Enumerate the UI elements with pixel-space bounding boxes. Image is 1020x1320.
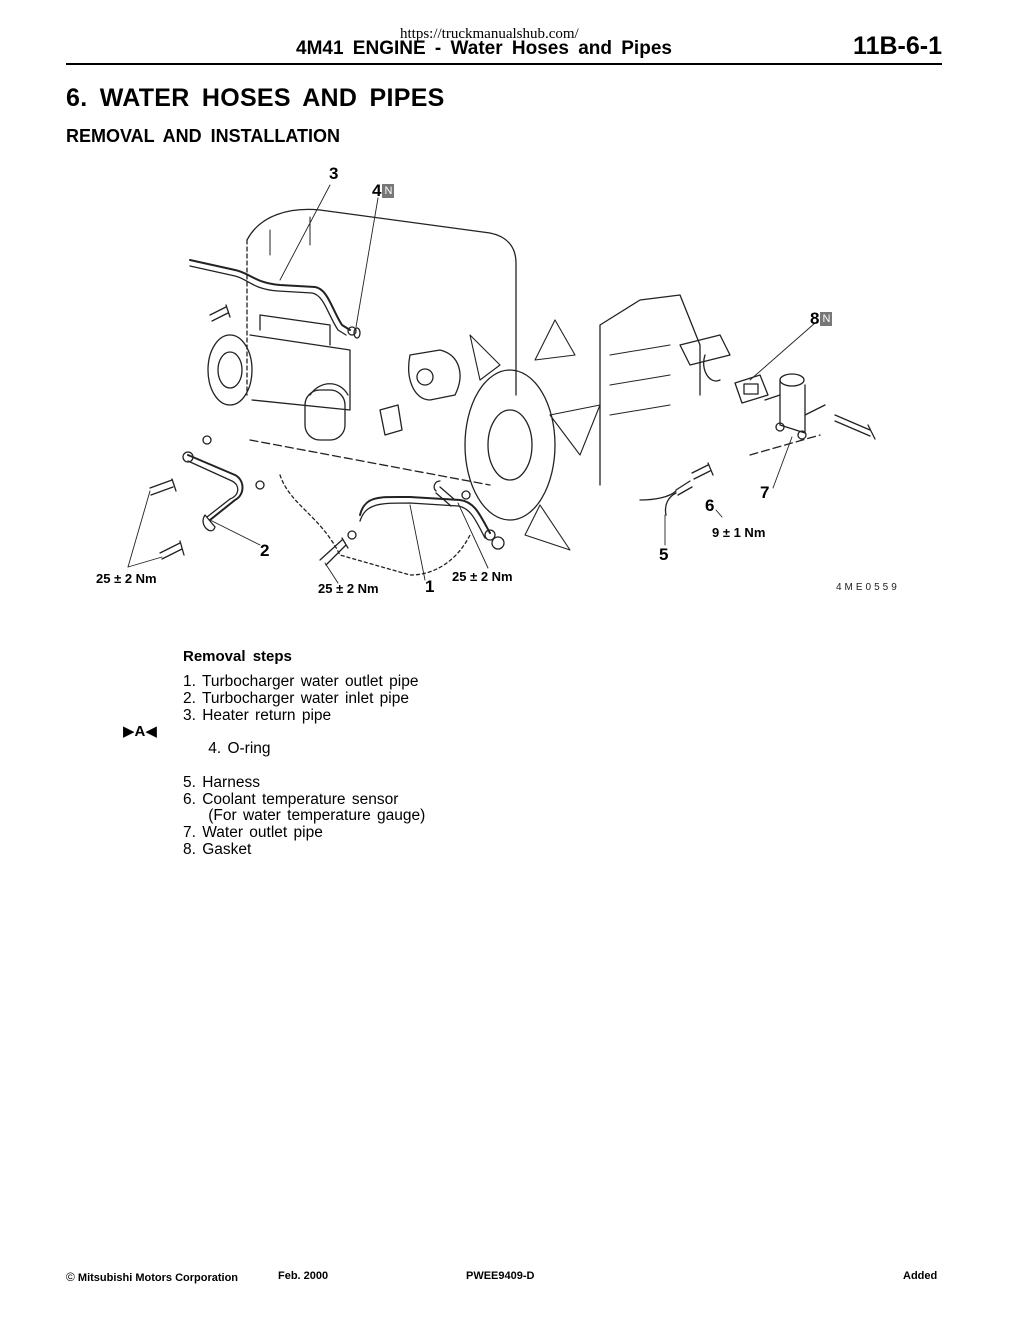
removal-step: 8. Gasket — [183, 840, 252, 858]
torque-sensor: 9 ± 1 Nm — [712, 525, 766, 540]
new-part-icon: N — [382, 184, 395, 198]
engine-illustration — [127, 184, 876, 584]
figure-code: 4ME0559 — [836, 582, 900, 593]
callout-1: 1 — [425, 577, 435, 596]
watermark-url: https://truckmanualshub.com/ — [400, 26, 579, 42]
section-subtitle: REMOVAL AND INSTALLATION — [66, 126, 340, 146]
footer-code: PWEE9409-D — [466, 1270, 535, 1282]
callout-2: 2 — [260, 541, 270, 560]
torque-left: 25 ± 2 Nm — [96, 571, 157, 586]
removal-step: 3. Heater return pipe — [183, 706, 332, 724]
callout-8-number: 8 — [810, 309, 820, 328]
removal-step-note: (For water temperature gauge) — [183, 807, 426, 825]
callout-4-number: 4 — [372, 181, 382, 200]
header-title: 4M41 ENGINE - Water Hoses and Pipes — [296, 38, 672, 59]
callout-6: 6 — [705, 496, 715, 515]
footer-company: Mitsubishi Motors Corporation — [77, 1272, 239, 1284]
copyright-icon: © — [66, 1270, 75, 1284]
new-part-icon: N — [820, 312, 833, 326]
installation-marker-a: ▶A◀ — [123, 723, 157, 741]
removal-steps-title: Removal steps — [183, 648, 292, 665]
removal-step-with-marker: ▶A◀ 4. O-ring — [123, 724, 583, 774]
removal-step: 5. Harness — [183, 773, 260, 791]
footer-status: Added — [903, 1270, 938, 1282]
removal-steps: Removal steps 1. Turbocharger water outl… — [123, 648, 583, 859]
callout-3: 3 — [329, 164, 339, 183]
footer-date: Feb. 2000 — [278, 1270, 329, 1282]
callout-5: 5 — [659, 545, 669, 564]
callout-7: 7 — [760, 483, 770, 502]
torque-middle: 25 ± 2 Nm — [318, 581, 379, 596]
removal-step: 1. Turbocharger water outlet pipe — [183, 673, 419, 690]
torque-right: 25 ± 2 Nm — [452, 569, 513, 584]
section-title: 6. WATER HOSES AND PIPES — [66, 84, 445, 112]
removal-step: 2. Turbocharger water inlet pipe — [183, 689, 409, 707]
removal-step: 6. Coolant temperature sensor — [183, 790, 399, 808]
removal-step-text: 4. O-ring — [208, 740, 271, 758]
page-number: 11B-6-1 — [853, 32, 942, 60]
header-rule — [66, 63, 942, 65]
removal-step: 7. Water outlet pipe — [183, 824, 323, 842]
footer-copyright: © Mitsubishi Motors Corporation — [66, 1270, 238, 1284]
